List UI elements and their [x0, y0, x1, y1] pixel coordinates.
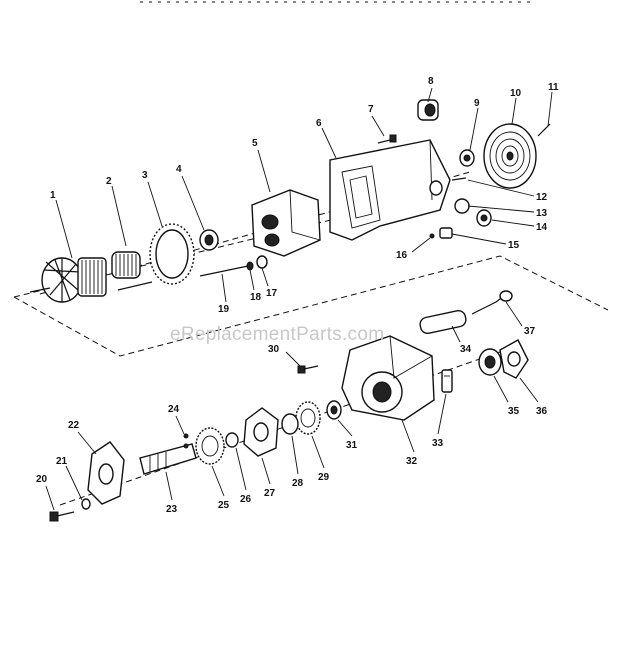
callout-25: 25: [218, 500, 230, 511]
ball-bearing-part: [199, 229, 219, 251]
front-housing-part: [341, 335, 435, 421]
callout-1: 1: [50, 190, 56, 201]
callout-7: 7: [368, 104, 374, 115]
callout-32: 32: [406, 456, 418, 467]
switch-knob-part: [417, 99, 439, 121]
seal-35-36-part: [478, 339, 529, 379]
callout-24: 24: [168, 404, 180, 415]
callout-16: 16: [396, 250, 408, 261]
callout-36: 36: [536, 406, 548, 417]
gears-28-29-part: [281, 401, 321, 435]
callout-8: 8: [428, 76, 434, 87]
front-plate-part: [87, 441, 125, 505]
part-number-callouts: 1 2 3 4 5 6 7 8 9 10 11 12 13 14 15 16 1…: [36, 76, 559, 515]
callout-18: 18: [250, 292, 262, 303]
leader-lines: [45, 87, 553, 511]
callout-17: 17: [266, 288, 278, 299]
callout-14: 14: [536, 222, 548, 233]
callout-15: 15: [508, 240, 520, 251]
callout-19: 19: [218, 304, 230, 315]
watermark-text: eReplacementParts.com: [170, 324, 384, 345]
fittings-12-13-14-part: [451, 177, 492, 227]
nut-9-part: [459, 149, 475, 167]
callout-31: 31: [346, 440, 358, 451]
callout-4: 4: [176, 164, 182, 175]
motor-housing-part: [329, 139, 451, 241]
bushing-31-part: [326, 400, 342, 420]
callout-10: 10: [510, 88, 522, 99]
callout-34: 34: [460, 344, 472, 355]
callout-2: 2: [106, 176, 112, 187]
cylinder-block-part: [251, 189, 321, 257]
clip-15-16-part: [429, 227, 453, 239]
callout-22: 22: [68, 420, 80, 431]
callout-35: 35: [508, 406, 520, 417]
screw-7-part: [377, 134, 397, 144]
rod-and-washers-part: [199, 255, 268, 277]
gear-25-26-part: [195, 427, 239, 465]
callout-11: 11: [548, 82, 559, 93]
screw-20-21-part: [49, 498, 91, 522]
callout-13: 13: [536, 208, 548, 219]
plate-27-part: [243, 407, 279, 457]
drive-shaft-part: [139, 433, 197, 475]
callout-20: 20: [36, 474, 48, 485]
callout-33: 33: [432, 438, 444, 449]
gasket-ring-part: [149, 223, 195, 285]
end-cap-part: [483, 123, 537, 189]
valve-and-pin-part: [419, 290, 513, 335]
callout-5: 5: [252, 138, 258, 149]
callout-37: 37: [524, 326, 536, 337]
callout-30: 30: [268, 344, 280, 355]
screw-30-part: [297, 365, 319, 374]
callout-23: 23: [166, 504, 178, 515]
callout-29: 29: [318, 472, 330, 483]
callout-12: 12: [536, 192, 548, 203]
callout-6: 6: [316, 118, 322, 129]
key-33-part: [441, 369, 453, 393]
callout-3: 3: [142, 170, 148, 181]
callout-27: 27: [264, 488, 276, 499]
callout-26: 26: [240, 494, 252, 505]
callout-21: 21: [56, 456, 68, 467]
needle-bearing-part: [111, 251, 153, 291]
callout-28: 28: [292, 478, 304, 489]
armature-fan-part: [29, 257, 107, 303]
callout-9: 9: [474, 98, 480, 109]
